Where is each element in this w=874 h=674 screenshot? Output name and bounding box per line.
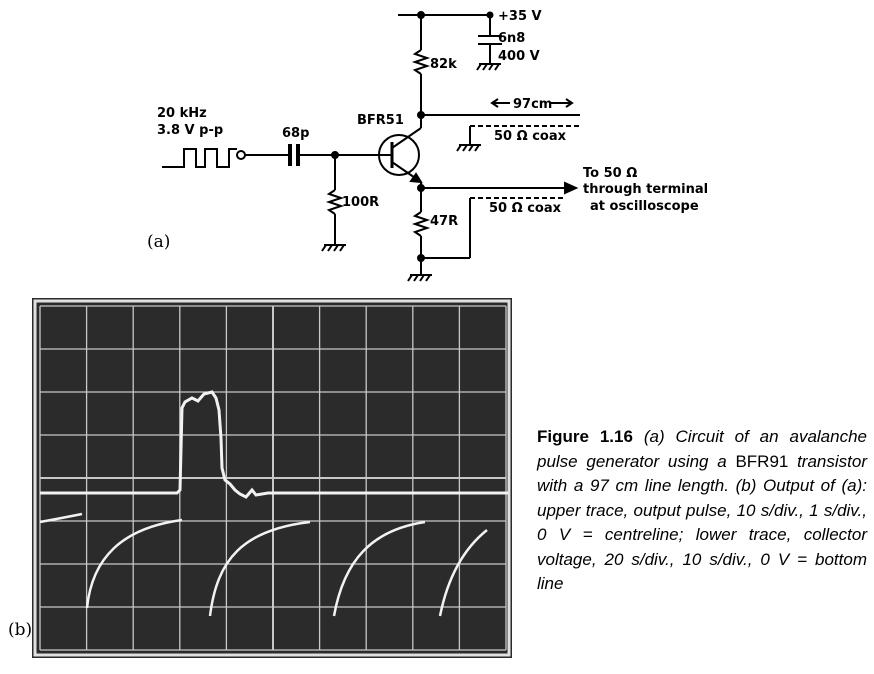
output-note-line3: at oscilloscope xyxy=(590,199,699,214)
input-frequency-label: 20 kHz xyxy=(157,106,207,121)
caption-transistor-name: BFR91 xyxy=(735,451,789,471)
output-note-line1: To 50 Ω xyxy=(583,166,637,181)
cap-value-label: 6n8 xyxy=(498,31,525,46)
panel-label-a: (a) xyxy=(147,232,171,252)
collector-resistor-label: 82k xyxy=(430,57,457,72)
scope-border xyxy=(33,299,511,657)
panel-label-b: (b) xyxy=(8,620,33,640)
figure-number: Figure 1.16 xyxy=(537,427,633,446)
transistor-label: BFR51 xyxy=(357,113,404,128)
scope-graticule xyxy=(39,305,507,651)
oscilloscope-display xyxy=(32,298,512,658)
circuit-schematic: +35 V 6n8 400 V 82k BFR51 97cm 50 Ω coax… xyxy=(157,9,708,282)
emitter-resistor-label: 47R xyxy=(430,214,458,229)
base-resistor-label: 100R xyxy=(342,195,379,210)
input-capacitor-label: 68p xyxy=(282,126,309,141)
figure-caption: Figure 1.16 (a) Circuit of an avalanche … xyxy=(537,425,867,597)
output-note-line2: through terminal xyxy=(583,182,708,197)
upper-coax-label: 50 Ω coax xyxy=(494,129,567,144)
supply-voltage-label: +35 V xyxy=(498,9,542,24)
lower-trace-collector-voltage xyxy=(39,512,488,617)
caption-text-part2: transistor with a 97 cm line length. (b)… xyxy=(537,451,867,594)
lower-coax-label: 50 Ω coax xyxy=(489,201,562,216)
caption-text-part1: (a) Circuit of an avalanche pulse genera… xyxy=(537,427,867,471)
upper-trace-output-pulse xyxy=(40,390,508,499)
cap-voltage-label: 400 V xyxy=(498,49,540,64)
line-length-label: 97cm xyxy=(513,97,552,112)
input-amplitude-label: 3.8 V p-p xyxy=(157,123,223,138)
